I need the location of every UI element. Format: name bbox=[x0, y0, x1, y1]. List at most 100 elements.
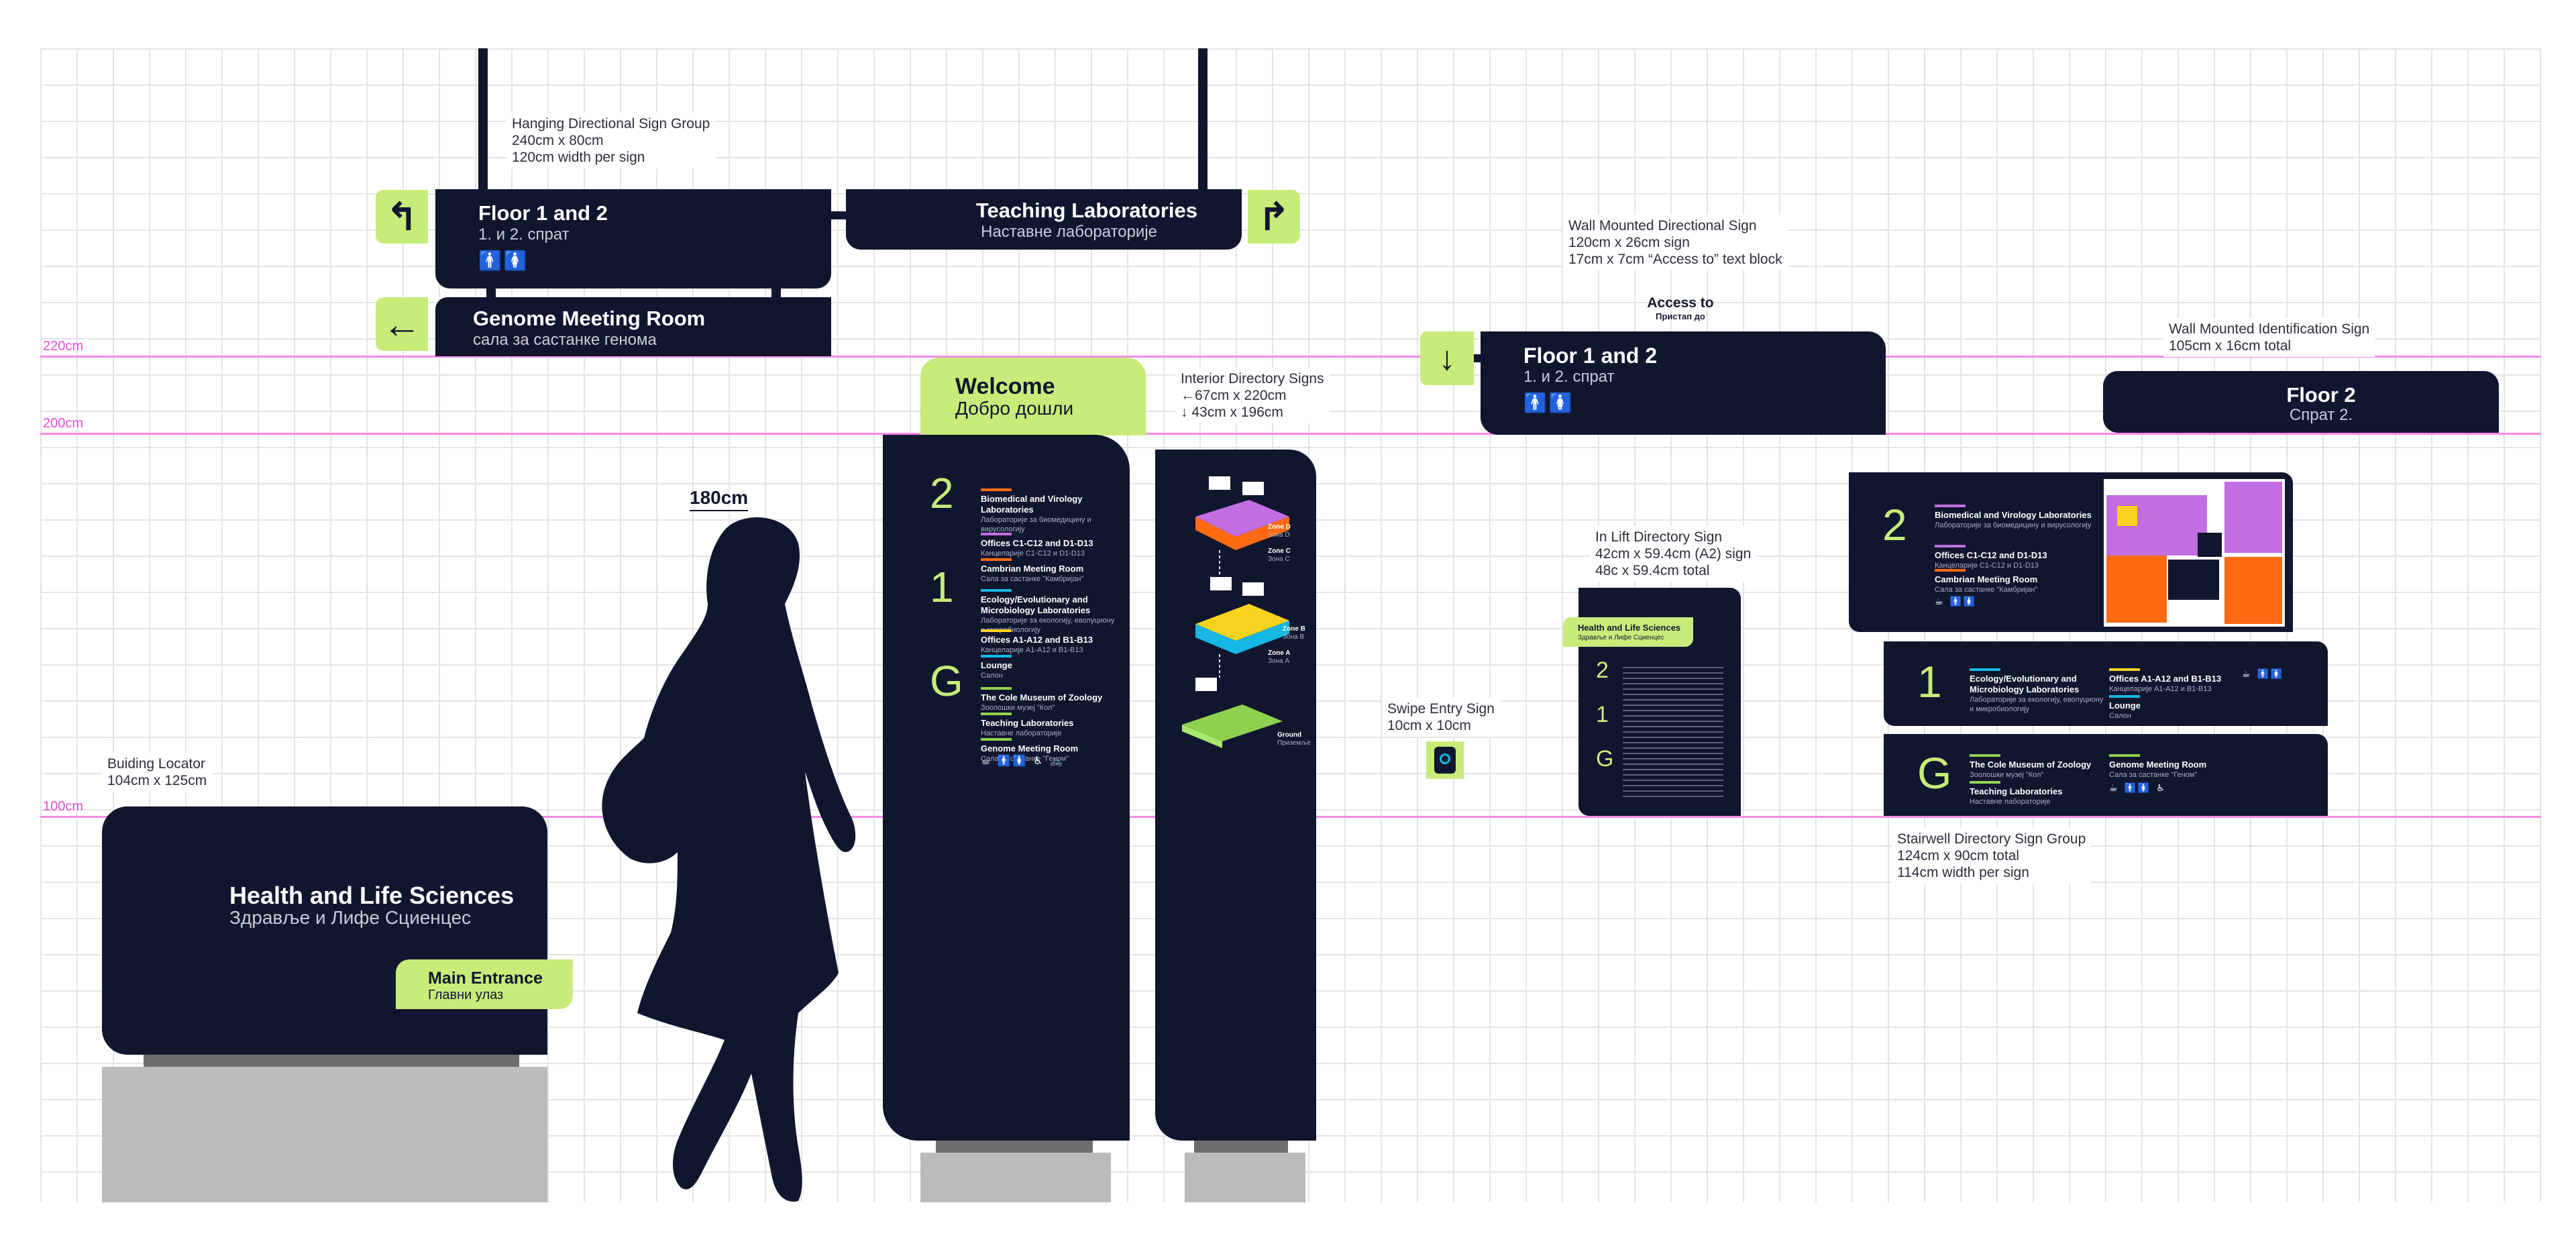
hanging-sign-connector bbox=[831, 211, 847, 219]
stairwell-floor-2: 2 bbox=[1882, 500, 1907, 550]
person-silhouette-icon bbox=[602, 517, 856, 1202]
building-locator-title: Health and Life Sciences bbox=[229, 882, 515, 909]
hanging-sign-genome-title: Genome Meeting Room bbox=[473, 307, 706, 330]
guide-label-100: 100cm bbox=[43, 799, 84, 814]
welcome-title: Welcome bbox=[955, 374, 1055, 399]
hanging-sign-link-left bbox=[486, 289, 496, 298]
person-height-label: 180cm bbox=[690, 487, 749, 511]
down-arrow-icon: ↓ bbox=[1420, 331, 1474, 385]
floor-number-1: 1 bbox=[930, 563, 954, 611]
wall-identification-sign: Floor 2 Спрат 2. bbox=[2103, 371, 2499, 433]
hanging-sign-floor-1-2: Floor 1 and 2 1. и 2. спрат 🚹🚺 bbox=[435, 189, 831, 289]
facility-icons: ☕ 🚹🚺 bbox=[1935, 596, 1978, 607]
guide-label-200: 200cm bbox=[43, 416, 84, 431]
wall-directional-note: Wall Mounted Directional Sign 120cm x 26… bbox=[1563, 215, 1788, 270]
facility-icons: ☕ 🚹🚺 ♿ bbox=[2109, 782, 2167, 793]
hanging-sign-labs-title: Teaching Laboratories bbox=[975, 199, 1197, 222]
building-locator-note: Buiding Locator 104cm x 125cm bbox=[102, 753, 213, 792]
main-entrance-label: Main Entrance bbox=[428, 969, 543, 988]
access-to-label-sr: Пристап до bbox=[1656, 311, 1705, 321]
restroom-icon: 🚹🚺 bbox=[478, 250, 529, 271]
hanging-pole-left bbox=[478, 48, 488, 189]
guide-line-200 bbox=[40, 433, 2541, 435]
building-locator-plinth bbox=[144, 1055, 519, 1067]
floor-plan-map bbox=[2104, 479, 2285, 627]
welcome-header: Welcome Добро дошли bbox=[920, 358, 1146, 435]
access-to-label: Access to bbox=[1647, 295, 1714, 311]
facility-icons: ☕ 🚹🚺 ♿ 🚲 bbox=[981, 755, 1065, 767]
turn-left-arrow-icon: ↰ bbox=[376, 190, 428, 244]
main-entrance-tag: Main Entrance Главни улаз bbox=[396, 959, 573, 1009]
building-locator-subtitle: Здравље и Лифе Сциенцес bbox=[229, 907, 472, 928]
hanging-pole-right bbox=[1198, 48, 1208, 189]
building-locator-sign: Health and Life Sciences Здравље и Лифе … bbox=[102, 806, 547, 1055]
wall-directional-subtitle: 1. и 2. спрат bbox=[1523, 368, 1615, 386]
lift-header-tag: Health and Life Sciences Здравље и Лифе … bbox=[1563, 617, 1693, 647]
hanging-sign-floor-title: Floor 1 and 2 bbox=[478, 201, 608, 225]
stairwell-floor-g: G bbox=[1917, 748, 1952, 798]
hanging-sign-floor-subtitle: 1. и 2. спрат bbox=[478, 225, 570, 244]
lift-floor-2: 2 bbox=[1596, 658, 1609, 683]
wall-identification-note: Wall Mounted Identification Sign 105cm x… bbox=[2163, 318, 2375, 357]
main-entrance-label-sr: Главни улаз bbox=[428, 988, 504, 1002]
wall-directional-title: Floor 1 and 2 bbox=[1523, 344, 1658, 368]
guide-line-220 bbox=[40, 356, 2541, 358]
map-sign-plinth bbox=[1194, 1141, 1288, 1153]
hanging-sign-genome-subtitle: сала за састанке генома bbox=[473, 331, 657, 349]
wall-directional-sign: Floor 1 and 2 1. и 2. спрат 🚹🚺 bbox=[1481, 331, 1886, 435]
turn-right-arrow-icon: ↱ bbox=[1248, 190, 1300, 244]
hanging-sign-teaching-labs: Teaching Laboratories Наставне лаборатор… bbox=[846, 189, 1242, 250]
stairwell-floor-1: 1 bbox=[1917, 657, 1942, 706]
wall-identification-title: Floor 2 bbox=[2286, 383, 2356, 407]
interior-directory-note: Interior Directory Signs ←67cm x 220cm ↓… bbox=[1175, 368, 1330, 423]
wall-directional-connector bbox=[1474, 354, 1481, 362]
restroom-icon: 🚹🚺 bbox=[1523, 392, 1574, 413]
stacked-floor-map bbox=[1182, 476, 1289, 748]
map-sign-base bbox=[1185, 1153, 1305, 1202]
card-reader-icon bbox=[1434, 747, 1456, 774]
guide-label-220: 220cm bbox=[43, 339, 84, 354]
lift-header-title: Health and Life Sciences bbox=[1578, 623, 1681, 633]
hanging-sign-note: Hanging Directional Sign Group 240cm x 8… bbox=[506, 113, 716, 168]
stairwell-directory-note: Stairwell Directory Sign Group 124cm x 9… bbox=[1892, 828, 2092, 884]
stairwell-sign-floor-1: 1 Ecology/Evolutionary and Microbiology … bbox=[1884, 641, 2328, 726]
building-locator-base bbox=[102, 1067, 547, 1202]
wall-identification-subtitle: Спрат 2. bbox=[2289, 406, 2353, 424]
left-arrow-icon: ← bbox=[376, 297, 428, 351]
lift-header-subtitle: Здравље и Лифе Сциенцес bbox=[1578, 634, 1664, 641]
interior-sign-base bbox=[920, 1153, 1111, 1202]
hanging-sign-labs-subtitle: Наставне лабораторије bbox=[981, 223, 1157, 241]
directory-entry: Ecology/Evolutionary and Microbiology La… bbox=[981, 589, 1115, 635]
facility-icons: ☕ 🚹🚺 bbox=[2242, 668, 2285, 679]
hanging-sign-genome-room: Genome Meeting Room сала за састанке ген… bbox=[435, 297, 831, 356]
lift-directory-list bbox=[1623, 663, 1723, 797]
floor-number-2: 2 bbox=[930, 469, 954, 517]
swipe-entry-note: Swipe Entry Sign 10cm x 10cm bbox=[1382, 698, 1500, 737]
lift-directory-note: In Lift Directory Sign 42cm x 59.4cm (A2… bbox=[1590, 526, 1757, 582]
interior-sign-plinth bbox=[936, 1141, 1093, 1153]
swipe-entry-sign bbox=[1426, 741, 1464, 779]
access-to-block: Access to Пристап до bbox=[1637, 295, 1724, 321]
directory-entry: Ecology/Evolutionary and Microbiology La… bbox=[1970, 668, 2104, 714]
